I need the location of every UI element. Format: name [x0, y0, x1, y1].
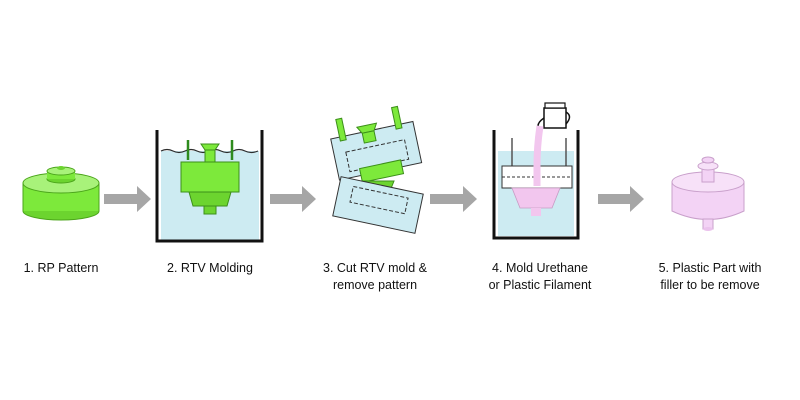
rtv-molding-illustration — [155, 130, 264, 243]
step-5-caption: 5. Plastic Part with filler to be remove — [635, 260, 785, 294]
process-arrow-1 — [104, 186, 151, 212]
step-1-label: 1. RP Pattern — [23, 261, 99, 275]
step-4-label-line-1: 4. Mold Urethane — [492, 261, 588, 275]
step-2-caption: 2. RTV Molding — [150, 260, 270, 277]
mold-urethane-illustration — [492, 102, 580, 240]
step-4-label-line-2: or Plastic Filament — [488, 278, 592, 292]
step-5-label-line-1: 5. Plastic Part with — [658, 261, 762, 275]
plastic-part-illustration — [671, 156, 745, 231]
step-3-label-line-1: 3. Cut RTV mold & — [323, 261, 427, 275]
process-arrow-3 — [430, 186, 477, 212]
cut-rtv-mold-illustration — [330, 105, 424, 234]
rp-pattern-illustration — [22, 166, 100, 221]
step-2-label: 2. RTV Molding — [167, 261, 253, 275]
process-arrow-4 — [598, 186, 644, 212]
process-arrow-2 — [270, 186, 316, 212]
step-4-caption: 4. Mold Urethane or Plastic Filament — [465, 260, 615, 294]
pitcher-icon — [537, 102, 571, 129]
step-3-label-line-2: remove pattern — [332, 278, 418, 292]
step-1-caption: 1. RP Pattern — [0, 260, 122, 277]
step-5-label-line-2: filler to be remove — [660, 278, 760, 292]
step-3-caption: 3. Cut RTV mold & remove pattern — [300, 260, 450, 294]
